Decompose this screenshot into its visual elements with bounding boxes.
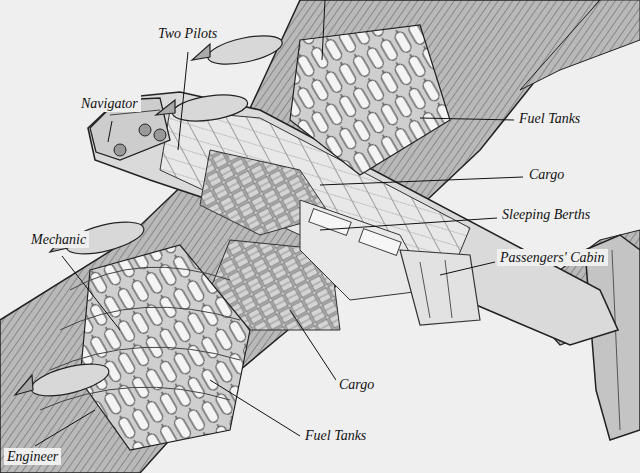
part-label: Navigator — [78, 95, 141, 112]
part-label: Sleeping Berths — [499, 206, 593, 223]
leader-lines — [35, 0, 523, 446]
part-label: Cargo — [526, 166, 567, 183]
part-label: Passengers' Cabin — [497, 249, 608, 266]
part-label: Fuel Tanks — [302, 427, 369, 444]
part-label: Mechanic — [28, 231, 89, 248]
part-label: Fuel Tanks — [516, 110, 583, 127]
part-label: Two Pilots — [155, 25, 220, 42]
part-label: Engineer — [4, 448, 61, 465]
part-label: Cargo — [336, 376, 377, 393]
